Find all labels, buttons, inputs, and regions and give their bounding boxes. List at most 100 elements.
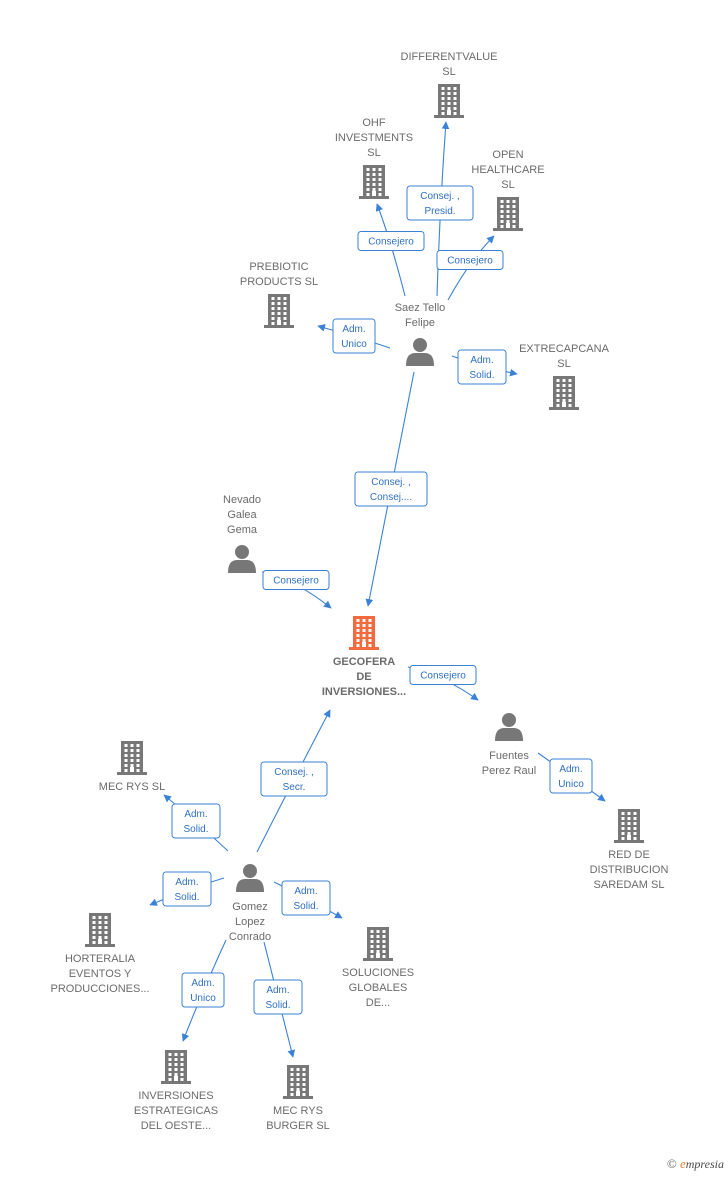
building-icon: [614, 809, 644, 843]
edge-role-badge[interactable]: Adm. Unico: [549, 758, 593, 794]
edge-role-badge[interactable]: Consej. ,Secr.: [260, 761, 328, 797]
node-label-line: INVESTMENTS: [335, 132, 413, 144]
edge-role-text: Consej. ,: [371, 477, 410, 488]
node-label-line: GECOFERA: [333, 656, 395, 668]
edge-role-badge[interactable]: Consej. , Consej....: [354, 471, 428, 507]
edge-role-text: Adm.: [266, 985, 289, 996]
edge-role-text: Solid.: [293, 901, 318, 912]
node-label-line: INVERSIONES...: [322, 686, 406, 698]
edge-role-text: Adm.: [175, 877, 198, 888]
node-label-line: Gomez: [232, 901, 267, 913]
node-gecofera[interactable]: GECOFERA DE INVERSIONES...: [322, 616, 406, 698]
building-icon: [283, 1065, 313, 1099]
empresia-watermark: © empresia: [667, 1156, 724, 1172]
edge-role-badge[interactable]: Adm.Unico: [332, 318, 376, 354]
edge-role-badge[interactable]: Consejero: [262, 570, 330, 590]
node-label-line: OHF: [362, 117, 386, 129]
node-label-line: Conrado: [229, 931, 271, 943]
building-icon: [264, 294, 294, 328]
nodes-layer: GECOFERA DE INVERSIONES... DIFFERENTVALUESL…: [50, 51, 668, 1132]
node-label-line: Gema: [227, 524, 258, 536]
edges-layer: [149, 121, 606, 1058]
edge-role-text: Adm.: [470, 355, 493, 366]
node-label-line: EXTRECAPCANA: [519, 343, 610, 355]
node-label-line: SL: [557, 358, 570, 370]
node-label-line: PRODUCCIONES...: [50, 983, 149, 995]
edge-role-text: Adm.: [294, 886, 317, 897]
person-icon: [236, 864, 264, 892]
edge-role-text: Consejero: [420, 671, 466, 682]
person-icon: [228, 545, 256, 573]
node-label-line: ESTRATEGICAS: [134, 1105, 218, 1117]
node-mecrys[interactable]: MEC RYS SL: [99, 741, 165, 793]
edge-role-text: Consejero: [368, 237, 414, 248]
edge-labels-layer: Consej. ,Presid.ConsejeroConsejeroAdm.Un…: [162, 185, 593, 1015]
node-label-line: DE: [356, 671, 371, 683]
node-label-line: SL: [442, 66, 455, 78]
node-label-line: SOLUCIONES: [342, 967, 414, 979]
building-icon: [363, 927, 393, 961]
edge-role-badge[interactable]: Adm. Solid.: [171, 803, 221, 839]
edge-role-text: Solid.: [174, 892, 199, 903]
edge-role-text: Unico: [190, 993, 216, 1004]
brand-initial: e: [679, 1156, 686, 1171]
node-ohf[interactable]: OHF INVESTMENTS SL: [335, 117, 413, 199]
node-extrecapcana[interactable]: EXTRECAPCANA SL: [519, 343, 610, 410]
node-label-line: SL: [367, 147, 380, 159]
node-label-line: Nevado: [223, 494, 261, 506]
person-icon: [406, 338, 434, 366]
node-label-line: SAREDAM SL: [594, 879, 665, 891]
node-label-line: DE...: [366, 997, 390, 1009]
node-label-line: Felipe: [405, 317, 435, 329]
edge-role-text: Adm.: [342, 324, 365, 335]
edge-role-text: Adm.: [559, 764, 582, 775]
edge-role-badge[interactable]: Consejero: [436, 250, 504, 270]
edge-role-badge[interactable]: Consejero: [357, 231, 425, 251]
edge-role-badge[interactable]: Consej. ,Presid.: [406, 185, 474, 221]
edge-role-text: Consej....: [370, 492, 412, 503]
edge-role-badge[interactable]: Adm. Solid.: [162, 871, 212, 907]
node-label-line: Perez Raul: [482, 765, 536, 777]
edge-role-text: Unico: [558, 779, 584, 790]
node-label-line: INVERSIONES: [138, 1090, 213, 1102]
building-icon: [359, 165, 389, 199]
person-icon: [495, 713, 523, 741]
edge-role-text: Presid.: [424, 206, 455, 217]
node-label-line: DISTRIBUCION: [590, 864, 669, 876]
building-icon: [349, 616, 379, 650]
node-label-line: Galea: [227, 509, 257, 521]
node-label-line: Fuentes: [489, 750, 529, 762]
edge-role-badge[interactable]: Adm. Solid.: [281, 880, 331, 916]
edge-role-text: Adm.: [184, 809, 207, 820]
edge-role-badge[interactable]: Adm.Solid.: [457, 349, 507, 385]
node-label-line: DEL OESTE...: [141, 1120, 212, 1132]
edge-role-text: Consejero: [447, 256, 493, 267]
edge-role-badge[interactable]: Adm. Unico: [181, 972, 225, 1008]
edge-role-badge[interactable]: Adm. Solid.: [253, 979, 303, 1015]
copyright-symbol: ©: [666, 1156, 677, 1171]
edge-role-text: Consej. ,: [274, 767, 313, 778]
node-label-line: HEALTHCARE: [471, 164, 544, 176]
edge-role-text: Solid.: [183, 824, 208, 835]
node-label-line: PRODUCTS SL: [240, 276, 318, 288]
building-icon: [549, 376, 579, 410]
node-inversiones[interactable]: INVERSIONES ESTRATEGICAS DEL OESTE...: [134, 1050, 218, 1132]
node-soluciones[interactable]: SOLUCIONESGLOBALESDE...: [342, 927, 414, 1009]
node-label-line: MEC RYS: [273, 1105, 323, 1117]
edge-role-text: Solid.: [265, 1000, 290, 1011]
edge-role-text: Adm.: [191, 978, 214, 989]
edge-role-badge[interactable]: Consejero: [409, 665, 477, 685]
brand-rest: mpresia: [685, 1157, 724, 1171]
node-label-line: EVENTOS Y: [69, 968, 132, 980]
building-icon: [85, 913, 115, 947]
